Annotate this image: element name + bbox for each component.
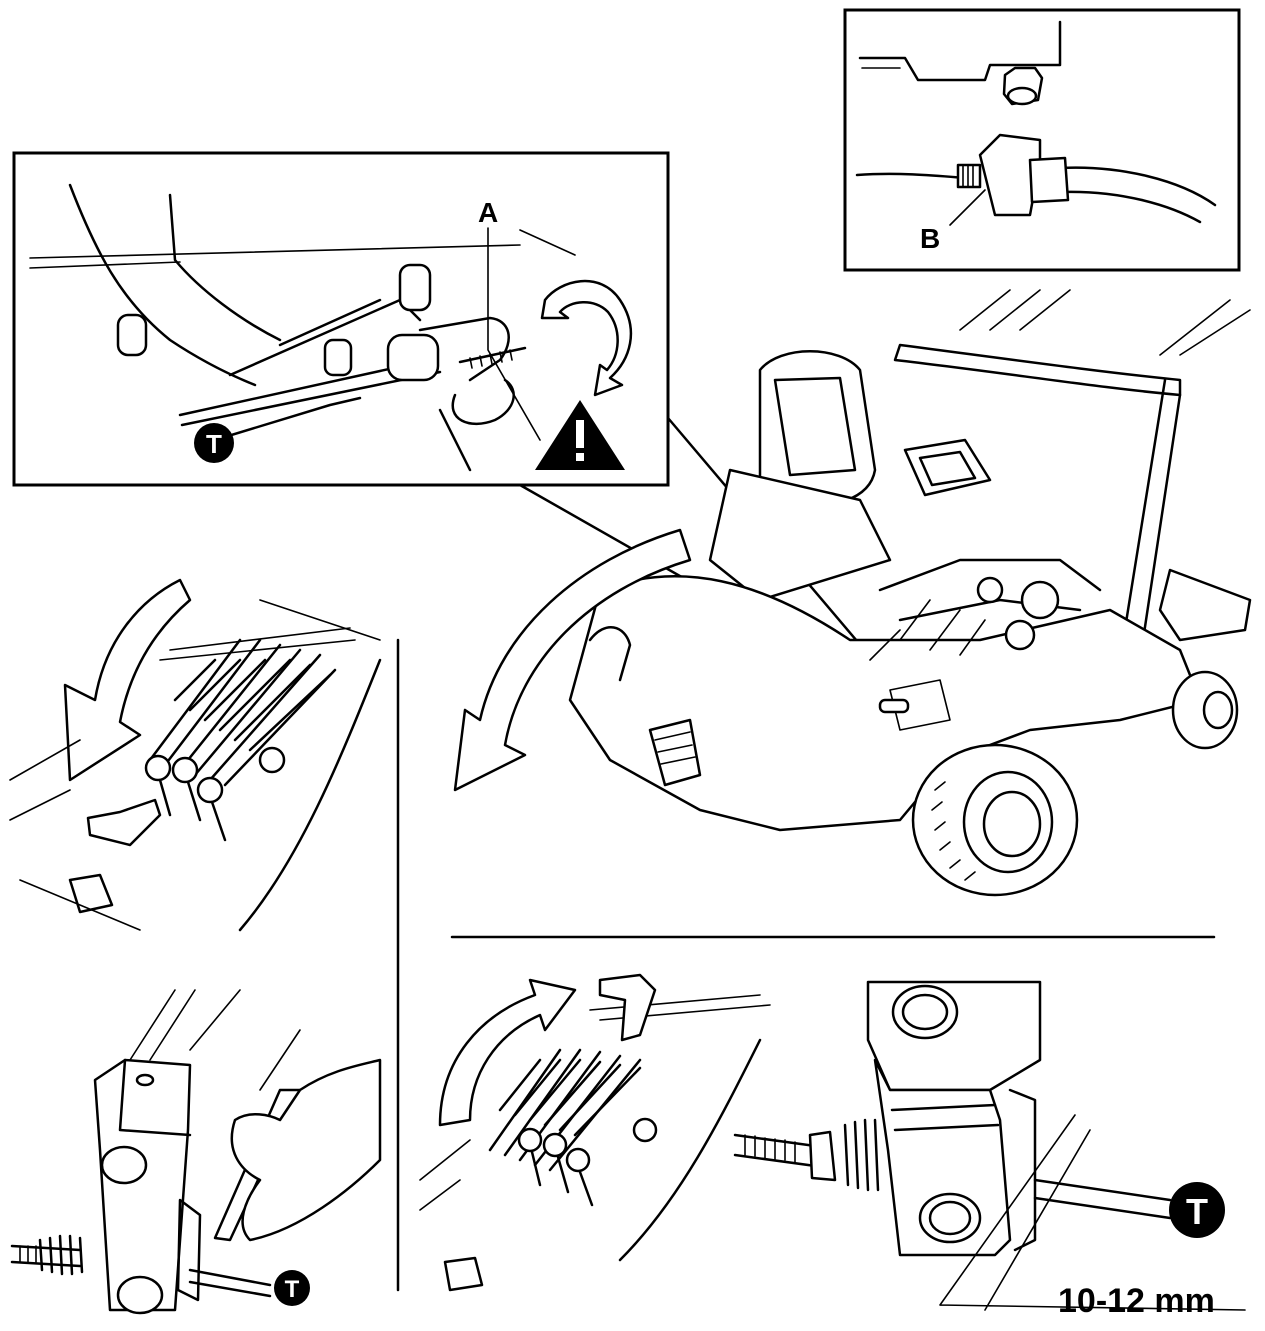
lever-up-panel [419,973,771,1292]
lever-down-panel [9,578,382,932]
tool-t-icon: T [274,1270,310,1306]
marking-panel [10,989,382,1315]
adjustment-panel [733,980,1246,1311]
measurement-label: 10-12 mm [1058,1282,1215,1320]
tool-t-icon: T [1169,1182,1225,1238]
label-b: B [920,223,940,254]
label-a: A [478,197,498,228]
vehicle-illustration [453,289,1252,897]
warning-triangle-icon [535,400,625,470]
label-t-bottom-right: T [1186,1191,1208,1232]
inset-panel-a [12,151,670,487]
label-t-inset: T [206,429,222,459]
label-t-bottom-left: T [285,1276,300,1303]
tool-t-icon: T [194,423,234,463]
inset-panel-b [843,8,1241,272]
